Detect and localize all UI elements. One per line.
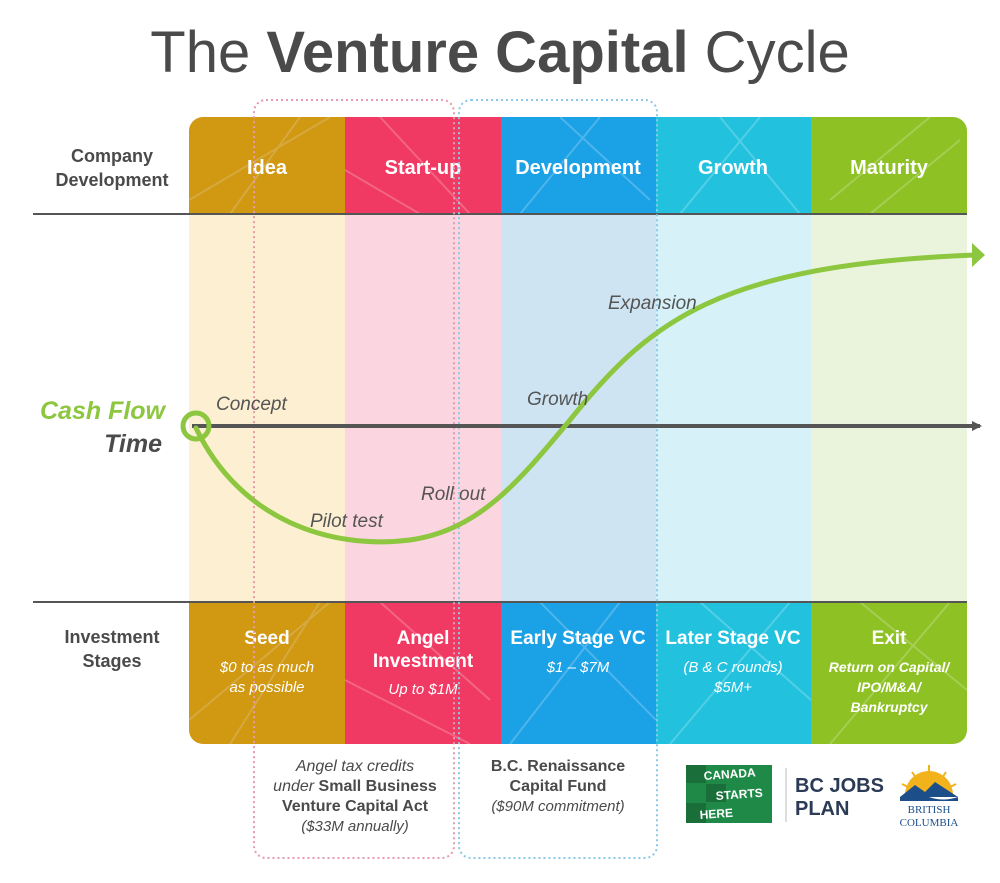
stage-exit-desc-3: Bankruptcy (850, 699, 928, 715)
note-angel-tax-credits: Angel tax credits under Small Business V… (273, 758, 437, 835)
stage-exit-title: Exit (872, 628, 908, 649)
bc-jobs-plan-logo: BC JOBS PLAN (795, 775, 884, 820)
diagram-title: The Venture Capital Cycle (150, 20, 849, 85)
stage-angel-title-2: Investment (373, 651, 474, 672)
stage-seed-title: Seed (244, 628, 289, 649)
stage-angel-title-1: Angel (397, 628, 450, 649)
curve-start-ring (180, 410, 212, 442)
cash-flow-arrowhead (972, 243, 985, 267)
svg-text:B.C. Renaissance: B.C. Renaissance (491, 758, 625, 775)
cash-flow-curve (193, 252, 978, 545)
phase-label-development: Development (515, 157, 641, 179)
row-label-investment: Investment Stages (64, 627, 159, 671)
stage-later-vc: Later Stage VC (B & C rounds) $5M+ (665, 628, 800, 696)
phase-bg-maturity (811, 214, 967, 602)
stage-later-vc-title: Later Stage VC (665, 628, 800, 649)
curve-label-pilot-test: Pilot test (310, 511, 384, 532)
svg-text:Venture Capital Act: Venture Capital Act (282, 798, 429, 815)
svg-text:Company: Company (71, 146, 153, 166)
svg-text:Capital Fund: Capital Fund (510, 778, 607, 795)
svg-text:Development: Development (55, 170, 168, 190)
phase-label-growth: Growth (698, 157, 768, 179)
svg-text:($33M annually): ($33M annually) (301, 818, 409, 835)
renaissance-fund-box (458, 99, 658, 859)
canada-starts-here-logo: CANADA STARTS HERE (686, 765, 772, 823)
svg-text:Stages: Stages (82, 651, 141, 671)
curve-label-concept: Concept (216, 394, 287, 415)
stage-seed-desc-2: as possible (229, 679, 304, 696)
stage-angel-desc-1: Up to $1M (388, 681, 458, 698)
stage-later-vc-desc-1: (B & C rounds) (683, 659, 782, 676)
svg-text:Investment: Investment (64, 627, 159, 647)
phase-bg-growth (656, 214, 811, 602)
stage-later-vc-desc-2: $5M+ (713, 679, 752, 696)
phase-label-maturity: Maturity (850, 157, 929, 179)
svg-text:HERE: HERE (699, 806, 733, 822)
stage-seed-desc-1: $0 to as much (219, 659, 314, 676)
curve-label-roll-out: Roll out (421, 484, 486, 505)
stage-exit: Exit Return on Capital/ IPO/M&A/ Bankrup… (829, 628, 952, 715)
svg-text:BRITISH: BRITISH (908, 804, 951, 816)
note-renaissance-fund: B.C. Renaissance Capital Fund ($90M comm… (491, 758, 625, 815)
phase-bg-idea (189, 214, 345, 602)
svg-text:CANADA: CANADA (703, 765, 756, 783)
svg-text:Angel tax credits: Angel tax credits (295, 758, 414, 775)
investment-stages-row (189, 602, 967, 744)
stage-early-vc-desc-1: $1 – $7M (546, 659, 610, 676)
stage-exit-desc-2: IPO/M&A/ (857, 679, 923, 695)
curve-label-expansion: Expansion (608, 293, 697, 314)
svg-text:COLUMBIA: COLUMBIA (900, 817, 959, 829)
phase-label-startup: Start-up (385, 157, 462, 179)
company-development-row (189, 117, 967, 214)
stage-angel: Angel Investment Up to $1M (373, 628, 474, 698)
svg-text:STARTS: STARTS (715, 786, 763, 803)
svg-text:PLAN: PLAN (795, 798, 849, 820)
phase-label-idea: Idea (247, 157, 288, 179)
axis-label-cash-flow: Cash Flow (40, 397, 167, 425)
svg-text:($90M commitment): ($90M commitment) (491, 798, 624, 815)
stage-early-vc: Early Stage VC $1 – $7M (510, 628, 645, 676)
axis-label-time: Time (104, 430, 162, 458)
stage-early-vc-title: Early Stage VC (510, 628, 645, 649)
curve-label-growth: Growth (527, 389, 588, 410)
row-label-company: Company Development (55, 146, 168, 190)
angel-tax-credit-box (253, 99, 455, 859)
british-columbia-logo: BRITISH COLUMBIA (900, 765, 959, 829)
stage-seed: Seed $0 to as much as possible (219, 628, 314, 696)
stage-exit-desc-1: Return on Capital/ (829, 659, 952, 675)
svg-text:under Small Business: under Small Business (273, 778, 437, 795)
svg-text:BC JOBS: BC JOBS (795, 775, 884, 797)
